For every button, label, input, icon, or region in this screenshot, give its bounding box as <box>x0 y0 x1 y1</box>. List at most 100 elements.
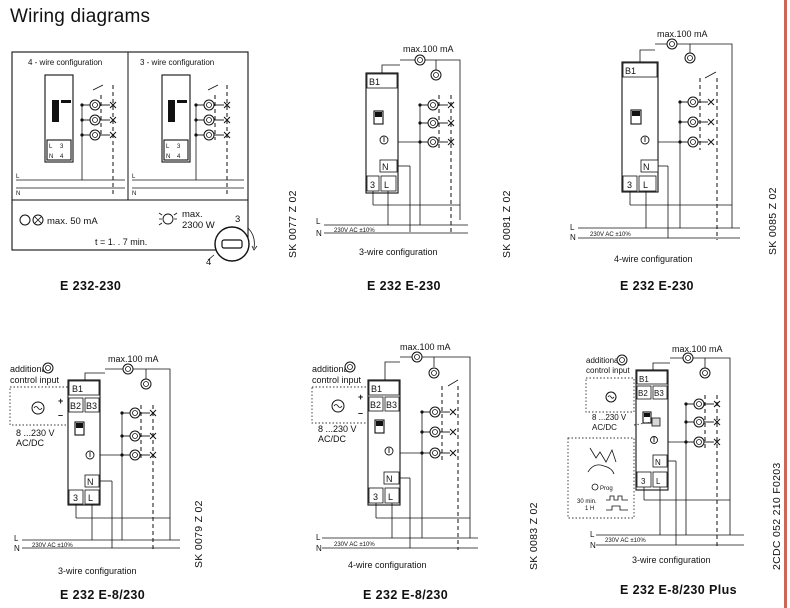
svg-text:N: N <box>49 154 53 160</box>
prog-1h: 1 H <box>585 506 594 512</box>
right-subdiagram: L 3 N 4 L N <box>132 74 244 197</box>
panel-caption: E 232 E-8/230 <box>60 588 145 602</box>
svg-text:–: – <box>358 408 363 418</box>
svg-text:L: L <box>316 217 321 226</box>
panel-e232e-8-230-plus: max.100 mA additional control input 8 ..… <box>567 344 783 597</box>
hand-press-icon <box>587 447 617 475</box>
timer-range: t = 1. . 7 min. <box>95 237 147 247</box>
svg-text:B3: B3 <box>386 400 397 410</box>
max-current: max.100 mA <box>672 344 723 354</box>
svg-text:L: L <box>16 174 20 180</box>
aux-input-line2: control input <box>10 375 60 385</box>
svg-text:N: N <box>590 541 596 550</box>
svg-text:L: L <box>166 144 170 150</box>
panel-caption: E 232 E-8/230 Plus <box>620 583 737 597</box>
wiring-config: 4-wire configuration <box>348 560 427 570</box>
svg-text:+: + <box>58 396 63 406</box>
aux-type: AC/DC <box>16 438 45 448</box>
aux-input-line1: additional <box>312 364 351 374</box>
svg-text:3: 3 <box>177 144 181 150</box>
svg-text:L: L <box>14 534 19 543</box>
svg-text:B1: B1 <box>369 77 380 87</box>
svg-text:L: L <box>656 477 661 486</box>
device-module <box>621 61 659 193</box>
svg-text:N: N <box>316 544 322 553</box>
aux-type: AC/DC <box>592 423 617 432</box>
svg-text:L: L <box>132 174 136 180</box>
drawing-code: SK 0079 Z 02 <box>193 500 205 568</box>
svg-text:B1: B1 <box>639 375 649 384</box>
aux-type: AC/DC <box>318 434 347 444</box>
svg-text:3: 3 <box>73 493 78 503</box>
device-module <box>365 72 399 194</box>
aux-input-line1: additional <box>10 364 49 374</box>
svg-text:L: L <box>384 180 389 190</box>
left-config-title: 4 - wire configuration <box>28 58 102 67</box>
max-current: max.100 mA <box>108 354 159 364</box>
svg-text:B3: B3 <box>86 401 97 411</box>
svg-text:3: 3 <box>373 492 378 502</box>
legend-power-max: max. <box>182 209 203 220</box>
svg-text:B2: B2 <box>70 401 81 411</box>
svg-text:N: N <box>16 191 20 197</box>
supply-voltage: 230V AC ±10% <box>32 543 73 549</box>
svg-text:B2: B2 <box>638 389 648 398</box>
timer-knob-icon <box>207 226 258 262</box>
svg-text:L: L <box>388 492 393 502</box>
svg-text:L: L <box>49 144 53 150</box>
supply-voltage: 230V AC ±10% <box>590 232 631 238</box>
svg-text:3: 3 <box>627 180 632 190</box>
svg-text:N: N <box>316 229 322 238</box>
svg-text:N: N <box>655 458 661 467</box>
svg-text:3: 3 <box>370 180 375 190</box>
svg-text:+: + <box>358 392 363 402</box>
svg-text:–: – <box>58 410 63 420</box>
panel-caption: E 232 E-230 <box>620 279 694 293</box>
svg-text:4: 4 <box>177 154 181 160</box>
svg-text:B2: B2 <box>370 400 381 410</box>
light-bulb-icon <box>158 212 178 226</box>
svg-text:L: L <box>316 533 321 542</box>
panel-e232e-230-4wire: max.100 mA B1 N 3 L L N 230V AC <box>570 29 779 293</box>
panel-e232e-230-3wire: max.100 mA B1 N 3 L L N 230V AC ±10% <box>316 44 513 293</box>
aux-input-box <box>585 377 635 413</box>
panel-caption: E 232 E-230 <box>367 279 441 293</box>
svg-text:L: L <box>590 530 595 539</box>
svg-text:B1: B1 <box>625 66 636 76</box>
panel-e232-230: 4 - wire configuration 3 - wire configur… <box>11 51 299 293</box>
prog-led-icon <box>591 483 599 491</box>
aux-voltage: 8 ...230 V <box>318 424 357 434</box>
svg-text:N: N <box>382 162 389 172</box>
wiring-config: 3-wire configuration <box>58 566 137 576</box>
aux-input-line2: control input <box>312 375 362 385</box>
prog-label: Prog <box>600 486 613 492</box>
svg-text:L: L <box>88 493 93 503</box>
legend-current: max. 50 mA <box>47 216 98 227</box>
legend-power-value: 2300 W <box>182 220 215 231</box>
drawing-code: 2CDC 052 210 F0203 <box>771 462 783 570</box>
knob-label-4: 4 <box>206 257 211 268</box>
svg-text:N: N <box>643 162 650 172</box>
aux-voltage: 8 ...230 V <box>16 428 55 438</box>
svg-text:B3: B3 <box>654 389 664 398</box>
panel-caption: E 232-230 <box>60 279 121 293</box>
left-subdiagram: L 3 N 4 L N <box>16 74 125 197</box>
drawing-code: SK 0083 Z 02 <box>528 502 540 570</box>
svg-text:B1: B1 <box>371 384 382 394</box>
svg-text:L: L <box>643 180 648 190</box>
prog-button <box>651 417 661 427</box>
svg-text:4: 4 <box>60 154 64 160</box>
svg-text:L: L <box>570 223 575 232</box>
wiring-config: 3-wire configuration <box>359 247 438 257</box>
svg-text:N: N <box>87 477 94 487</box>
knob-label-3: 3 <box>235 214 240 225</box>
max-current: max.100 mA <box>657 29 708 39</box>
panel-e232e-8-230-3wire: max.100 mA additional control input + – … <box>9 354 205 602</box>
svg-text:N: N <box>14 544 20 553</box>
supply-voltage: 230V AC ±10% <box>605 538 646 544</box>
panel-e232e-8-230-4wire: max.100 mA additional control input + – … <box>311 342 540 602</box>
svg-text:3: 3 <box>641 477 646 486</box>
svg-text:B1: B1 <box>72 384 83 394</box>
pushbutton-lamp-icon <box>19 214 31 226</box>
prog-inset-box <box>567 437 635 519</box>
